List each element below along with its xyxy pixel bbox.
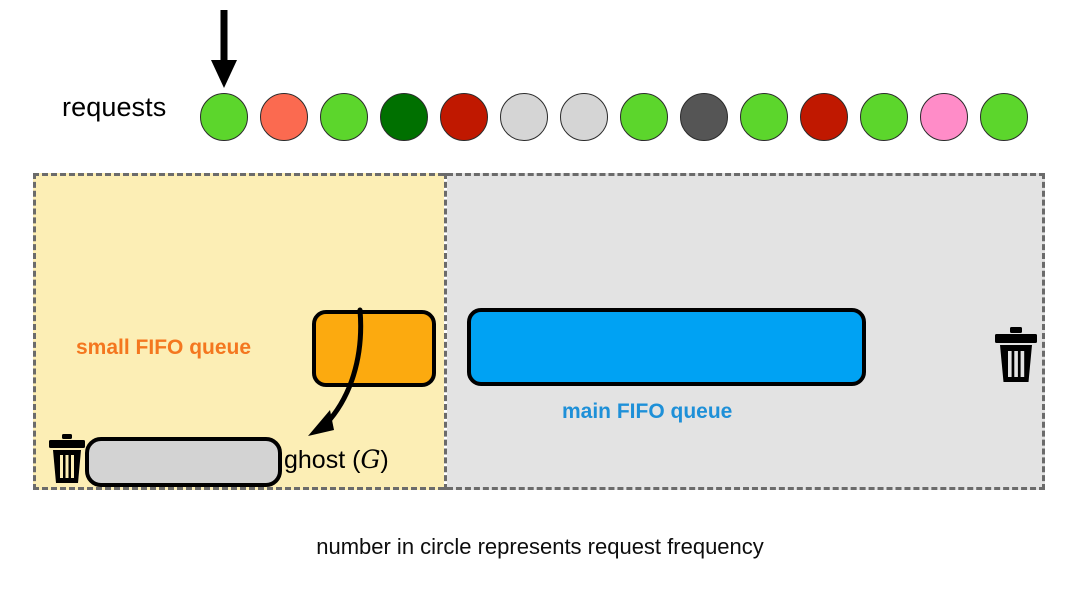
request-circle-green <box>620 93 668 141</box>
request-circle-dark-red <box>800 93 848 141</box>
ghost-queue-box[interactable] <box>85 437 282 487</box>
ghost-symbol: G <box>360 445 381 474</box>
requests-label: requests <box>62 92 167 122</box>
trash-icon[interactable] <box>47 433 87 485</box>
requests-circle-row <box>200 91 1028 143</box>
cache-regions: small FIFO queue ghost (G) ma <box>33 173 1045 490</box>
request-circle-salmon <box>260 93 308 141</box>
request-circle-dark-red <box>440 93 488 141</box>
request-circle-light-gray <box>500 93 548 141</box>
request-circle-dark-gray <box>680 93 728 141</box>
small-fifo-queue-label: small FIFO queue <box>76 336 252 359</box>
request-circle-green <box>980 93 1028 141</box>
request-circle-dark-green <box>380 93 428 141</box>
ghost-queue-label: ghost (G) <box>284 445 389 475</box>
request-circle-green <box>740 93 788 141</box>
request-circle-light-gray <box>560 93 608 141</box>
request-circle-green <box>320 93 368 141</box>
small-fifo-region: small FIFO queue ghost (G) <box>33 173 444 490</box>
down-arrow-icon <box>211 10 237 88</box>
main-fifo-queue-label: main FIFO queue <box>562 400 733 423</box>
ghost-label-close: ) <box>380 446 389 474</box>
trash-icon[interactable] <box>993 326 1039 384</box>
small-fifo-queue-box[interactable] <box>312 310 436 387</box>
request-circle-pink <box>920 93 968 141</box>
region-divider <box>444 173 447 490</box>
main-fifo-queue-box[interactable] <box>467 308 866 386</box>
request-circle-green <box>860 93 908 141</box>
main-fifo-region: main FIFO queue <box>447 173 1045 490</box>
ghost-label-text: ghost ( <box>284 446 361 474</box>
request-circle-green <box>200 93 248 141</box>
evict-to-ghost-arrow-icon <box>308 307 364 436</box>
figure-caption: number in circle represents request freq… <box>316 534 764 559</box>
